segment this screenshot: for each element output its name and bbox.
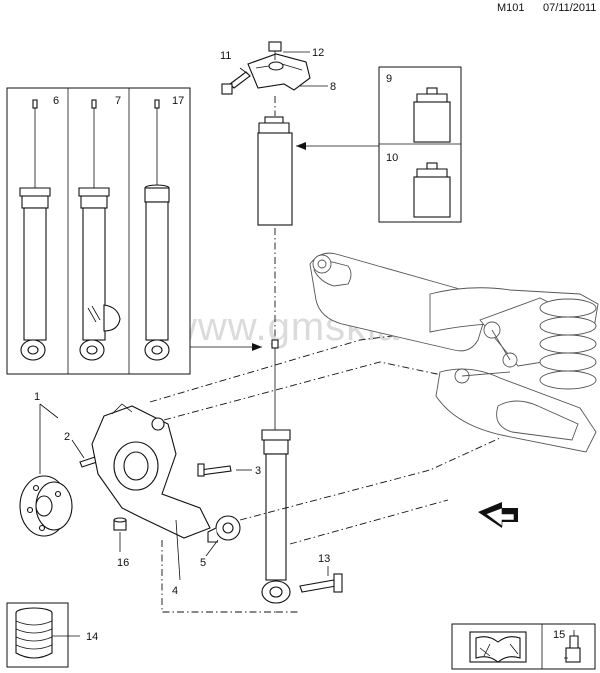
callout-17: 17 [172, 95, 184, 107]
trailing-arm-bushing[interactable] [207, 515, 241, 543]
callout-9: 9 [386, 73, 392, 85]
callout-8: 8 [330, 81, 336, 93]
mount-bolt[interactable] [221, 71, 251, 95]
diagram-date: 07/11/2011 [543, 2, 597, 14]
callout-2: 2 [64, 431, 70, 443]
callout-4: 4 [172, 585, 178, 597]
spring-insulator[interactable] [15, 607, 53, 659]
rear-subframe-assembly [309, 252, 599, 453]
steering-knuckle[interactable] [91, 403, 211, 539]
front-direction-arrow-icon [478, 502, 518, 528]
callout-6: 6 [53, 95, 59, 107]
callout-14: 14 [86, 631, 98, 643]
callout-15: 15 [553, 629, 565, 641]
bump-stop-variants-panel: 9 10 [378, 66, 462, 223]
callout-12: 12 [312, 47, 324, 59]
bump-stop-dust-boot[interactable] [257, 116, 293, 226]
callout-10: 10 [386, 152, 398, 164]
diagram-code: M101 [497, 2, 525, 14]
callout-3: 3 [255, 465, 261, 477]
service-manual-icon [469, 631, 527, 663]
shock-variants-panel: 6 7 17 [6, 87, 191, 375]
shock-absorber-variant-17[interactable] [144, 99, 170, 361]
mount-nut[interactable] [268, 41, 282, 60]
callout-7: 7 [115, 95, 121, 107]
shock-absorber-variant-7[interactable] [78, 99, 121, 361]
shock-absorber-variant-6[interactable] [19, 99, 51, 361]
shock-lower-bolt[interactable] [299, 573, 343, 593]
upper-shock-mount[interactable] [247, 53, 311, 91]
spring-insulator-box [6, 602, 80, 668]
service-info-box [451, 623, 596, 670]
callout-13: 13 [318, 553, 330, 565]
bump-stop-variant-9[interactable] [413, 87, 451, 143]
knuckle-bolt[interactable] [197, 463, 232, 477]
rear-shock-absorber[interactable] [261, 339, 291, 604]
assembly-reference-lines [149, 329, 501, 613]
callout-5: 5 [200, 557, 206, 569]
knuckle-nut[interactable] [113, 517, 127, 531]
callout-11: 11 [220, 50, 231, 62]
callout-16: 16 [117, 557, 129, 569]
bump-stop-variant-10[interactable] [413, 162, 451, 218]
grease-gun-icon [564, 630, 581, 663]
wheel-hub-bearing[interactable] [19, 475, 73, 537]
callout-1: 1 [34, 391, 40, 403]
